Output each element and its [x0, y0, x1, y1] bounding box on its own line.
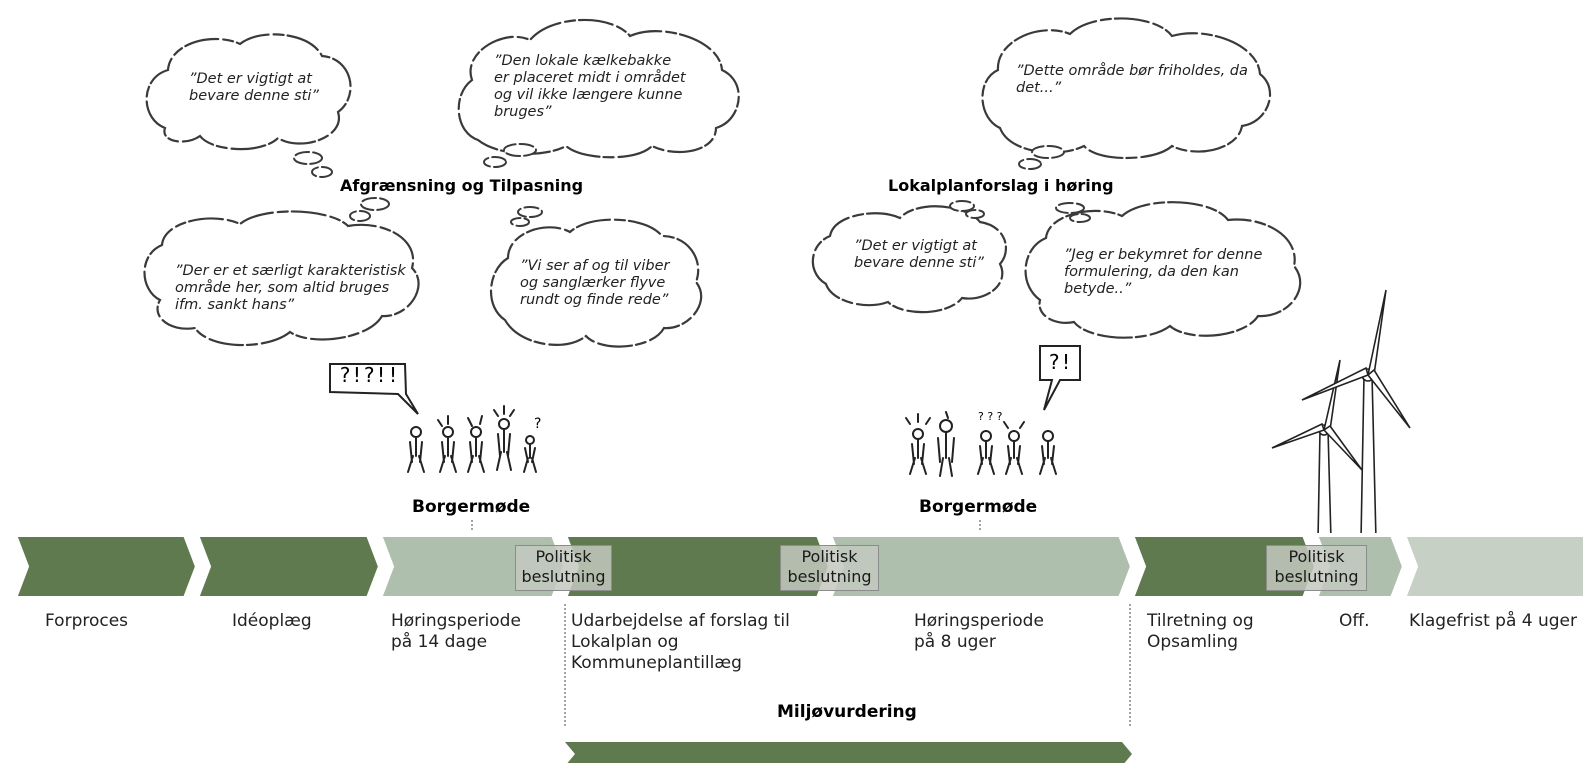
- heading-proposal-consultation: Lokalplanforslag i høring: [888, 176, 1114, 195]
- cloud-trail: [503, 143, 537, 157]
- thought-cloud-4: [490, 218, 703, 348]
- quote-1: ”Det er vigtigt at bevare denne sti”: [189, 71, 319, 104]
- citizen-figure: [1039, 430, 1057, 475]
- environment-bar: [565, 742, 1132, 763]
- phase-label-pre-process: Forproces: [45, 611, 129, 631]
- thought-cloud-5: [981, 17, 1271, 160]
- citizen-figure: [407, 426, 425, 473]
- citizen-meeting-1: Borgermøde: [412, 497, 531, 517]
- cloud-trail: [349, 210, 371, 222]
- wind-turbine-icon: [1301, 289, 1411, 541]
- speech-bubble-left: [329, 363, 419, 415]
- citizen-meeting-2: Borgermøde: [919, 497, 1038, 517]
- cloud-trail: [517, 206, 543, 218]
- heading-scoping: Afgrænsning og Tilpasning: [340, 176, 584, 195]
- citizens-right: [905, 411, 1057, 477]
- wind-turbines: [1271, 289, 1411, 541]
- quote-4: ”Vi ser af og til viber og sanglærker fl…: [520, 258, 670, 308]
- phase-label-appeal-period: Klagefrist på 4 uger: [1409, 611, 1578, 631]
- citizen-figure: [523, 435, 537, 473]
- citizen-figure: [977, 430, 995, 475]
- question-mark-icon: ? ? ?: [978, 410, 1003, 423]
- citizen-figure: [437, 415, 457, 473]
- wind-turbine-icon: [1271, 359, 1363, 541]
- thought-cloud-7: [1024, 201, 1302, 339]
- citizen-figure: [937, 411, 955, 477]
- phase-label-consultation-14: Høringsperiode på 14 dage: [391, 611, 521, 652]
- heading-environmental-assessment: Miljøvurdering: [777, 702, 917, 722]
- cloud-trail: [311, 166, 333, 178]
- cloud-trail: [510, 217, 530, 227]
- phase-label-consultation-8: Høringsperiode på 8 uger: [914, 611, 1044, 652]
- phase-label-idea-proposal: Idéoplæg: [232, 611, 312, 631]
- cloud-trail: [1018, 158, 1042, 170]
- cloud-trail: [1069, 213, 1091, 223]
- quote-3: ”Der er et særligt karakteristisk område…: [175, 263, 406, 313]
- citizens-left: [407, 405, 537, 473]
- phase-label-drafting: Udarbejdelse af forslag til Lokalplan og…: [571, 611, 790, 673]
- phase-label-publication: Off.: [1339, 611, 1370, 631]
- citizen-figure: [905, 413, 931, 475]
- speech-bubble-right: [1039, 345, 1081, 411]
- quote-6: ”Det er vigtigt at bevare denne sti”: [854, 238, 984, 271]
- question-mark-icon: ?: [534, 416, 541, 432]
- political-decision-1: Politisk beslutning: [515, 545, 612, 591]
- phase-arrow-pre-process: [12, 533, 200, 600]
- political-decision-3: Politisk beslutning: [1266, 545, 1367, 591]
- phase-arrow-idea-proposal: [194, 533, 383, 600]
- cloud-trail: [965, 209, 985, 219]
- cloud-trail: [1055, 202, 1085, 214]
- thought-cloud-2: [457, 18, 740, 159]
- phase-arrow-appeal-period: [1401, 533, 1585, 600]
- quote-2: ”Den lokale kælkebakke er placeret midt …: [494, 53, 686, 120]
- phase-label-adjustment: Tilretning og Opsamling: [1147, 611, 1254, 652]
- citizen-figure: [493, 405, 515, 471]
- quote-7: ”Jeg er bekymret for denne formulering, …: [1064, 247, 1263, 297]
- cloud-trail: [483, 156, 507, 168]
- quote-5: ”Dette område bør friholdes, da det...”: [1016, 63, 1248, 96]
- political-decision-2: Politisk beslutning: [780, 545, 879, 591]
- cloud-trail: [360, 197, 390, 211]
- citizen-figure: [1003, 421, 1025, 475]
- cloud-trail: [949, 200, 975, 212]
- thought-cloud-3: [143, 210, 420, 347]
- citizen-figure: [467, 415, 485, 473]
- cloud-trail: [1031, 145, 1065, 159]
- cloud-trail: [293, 151, 323, 165]
- speech-text-right: ?!: [1047, 350, 1073, 374]
- thought-cloud-6: [811, 205, 1008, 314]
- thought-cloud-1: [145, 33, 352, 151]
- speech-text-left: ?!?!!: [338, 363, 400, 387]
